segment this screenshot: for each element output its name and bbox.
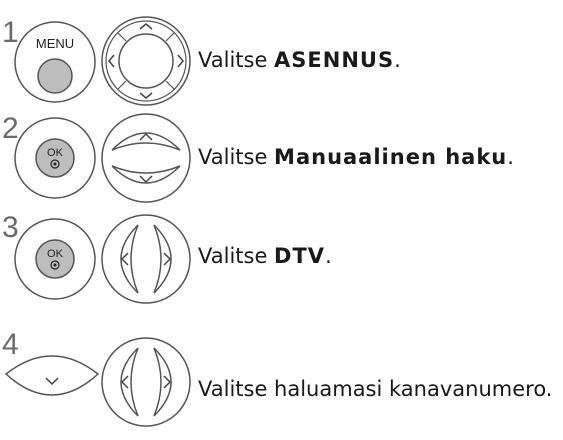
step-1: 1 MENU Valitse ASENNUS.	[0, 0, 563, 110]
step-4-instruction: Valitse haluamasi kanavanumero.	[198, 377, 553, 401]
step-3-instruction: Valitse DTV.	[198, 244, 332, 268]
step-4: 4 Valitse haluamasi kanavanumero.	[0, 320, 563, 440]
step-number: 3	[2, 211, 19, 244]
menu-button-icon: MENU	[14, 21, 96, 103]
step-number: 1	[2, 16, 19, 49]
dpad-icon	[101, 16, 191, 106]
step-2-instruction: Valitse Manuaalinen haku.	[198, 145, 514, 169]
ok-button-label: OK	[47, 147, 64, 159]
menu-button-label: MENU	[36, 36, 74, 51]
step-2: 2 OK Valitse Manuaalinen haku.	[0, 108, 563, 213]
left-right-buttons-icon	[101, 337, 191, 427]
ok-button-label: OK	[47, 248, 64, 260]
up-down-buttons-icon	[101, 113, 191, 203]
step-number: 4	[2, 328, 19, 361]
left-right-buttons-icon	[101, 214, 191, 304]
ok-button-icon: OK	[14, 117, 96, 199]
step-1-instruction: Valitse ASENNUS.	[198, 48, 401, 72]
step-number: 2	[2, 112, 19, 145]
down-button-icon	[4, 355, 100, 396]
ok-button-icon: OK	[14, 218, 96, 300]
step-3: 3 OK Valitse DTV.	[0, 211, 563, 320]
